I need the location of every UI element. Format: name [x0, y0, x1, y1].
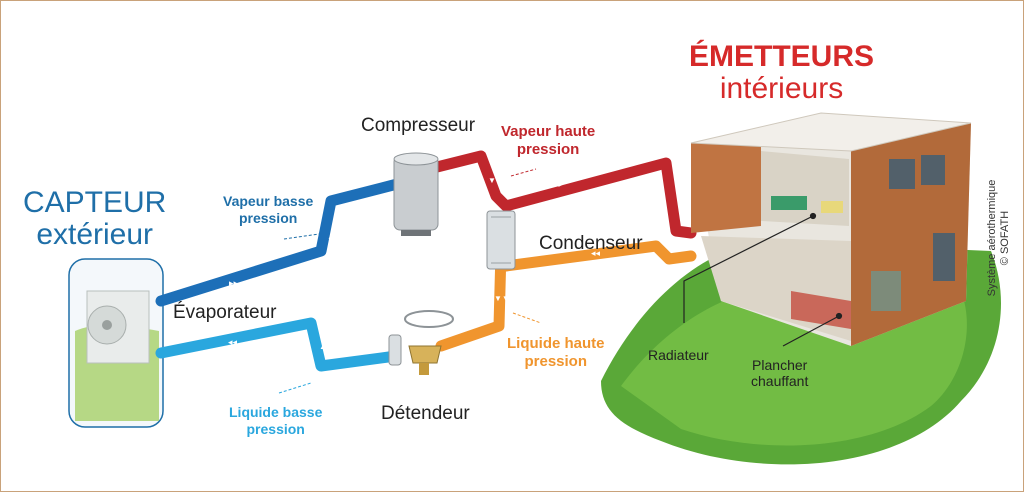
svg-text:▼▼: ▼▼ — [494, 294, 510, 303]
evaporator-label: Évaporateur — [173, 302, 277, 323]
low-pressure-vapour-line1: Vapeur basse — [223, 193, 314, 209]
low-pressure-liquid-line1: Liquide basse — [229, 404, 323, 420]
low-pressure-liquid-line2: pression — [246, 421, 305, 437]
expansion-valve-label: Détendeur — [381, 403, 470, 424]
pipe-high-pressure-vapour — [415, 150, 697, 239]
low-pressure-liquid-label: Liquide basse pression — [229, 404, 322, 438]
condenser-label: Condenseur — [539, 233, 643, 254]
expansion-valve — [388, 310, 454, 375]
high-pressure-vapour-line2: pression — [516, 141, 580, 158]
compressor — [393, 152, 439, 236]
outdoor-unit — [86, 290, 150, 364]
svg-text:▲▲: ▲▲ — [327, 232, 343, 241]
image-credit-line2: © SOFATH — [999, 210, 1011, 266]
outdoor-collector-title: CAPTEUR extérieur — [23, 187, 166, 251]
low-pressure-vapour-label: Vapeur basse pression — [223, 193, 313, 227]
high-pressure-liquid-label: Liquide haute pression — [507, 335, 605, 371]
svg-text:▸▸: ▸▸ — [229, 278, 239, 288]
svg-text:▲▲: ▲▲ — [319, 342, 335, 351]
svg-text:◂◂: ◂◂ — [591, 248, 601, 258]
underfloor-heating-line1: Plancher — [752, 357, 808, 373]
condenser-exchanger — [486, 210, 516, 270]
radiateur-pointer — [683, 215, 814, 323]
svg-text:▸▸: ▸▸ — [554, 179, 564, 189]
high-pressure-liquid-line1: Liquide haute — [507, 335, 605, 352]
outdoor-collector-title-line1: CAPTEUR — [23, 186, 167, 219]
pipe-high-pressure-liquid — [435, 240, 697, 352]
compressor-label: Compresseur — [361, 115, 476, 136]
indoor-emitters-title-line2: intérieurs — [719, 72, 844, 105]
house — [690, 112, 972, 346]
underfloor-heating-line2: chauffant — [751, 373, 809, 389]
indoor-emitters-title: ÉMETTEURS intérieurs — [689, 41, 874, 105]
plancher-pointer — [782, 315, 840, 347]
underfloor-heating-label: Plancher chauffant — [751, 357, 808, 389]
radiator-label: Radiateur — [648, 347, 709, 363]
svg-text:◂◂: ◂◂ — [228, 337, 238, 347]
pipe-low-pressure-vapour — [155, 177, 407, 307]
image-credit-line1: Système aérothermique — [986, 179, 998, 297]
high-pressure-vapour-label: Vapeur haute pression — [501, 123, 595, 159]
pipe-low-pressure-liquid — [155, 317, 402, 372]
high-pressure-vapour-line1: Vapeur haute — [501, 123, 596, 140]
indoor-emitters-title-line1: ÉMETTEURS — [689, 40, 875, 73]
image-credit: Système aérothermique © SOFATH — [986, 153, 1012, 323]
svg-text:▼▼: ▼▼ — [488, 176, 504, 185]
high-pressure-liquid-line2: pression — [524, 353, 588, 370]
outdoor-collector-title-line2: extérieur — [36, 218, 154, 251]
low-pressure-vapour-line2: pression — [238, 210, 298, 226]
